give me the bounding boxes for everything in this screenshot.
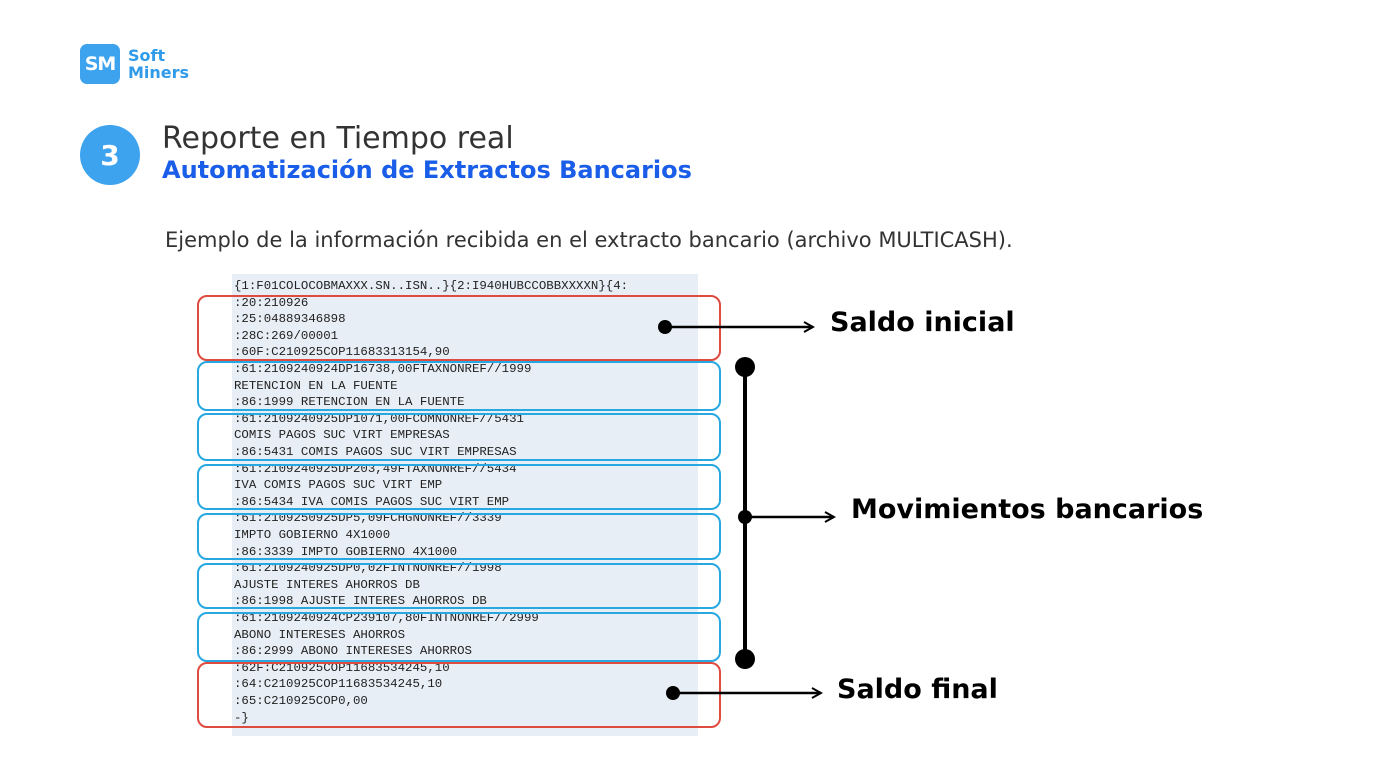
statement-line: :62F:C210925COP11683534245,10 [234, 660, 450, 675]
statement-line: :86:5434 IVA COMIS PAGOS SUC VIRT EMP [234, 494, 510, 509]
closing-balance-box [197, 662, 721, 728]
page-description: Ejemplo de la información recibida en el… [165, 228, 1013, 252]
statement-line: :86:5431 COMIS PAGOS SUC VIRT EMPRESAS [234, 445, 517, 459]
statement-line: :86:3339 IMPTO GOBIERNO 4X1000 [234, 544, 458, 559]
statement-line: :61:2109240924CP239107,80FINTNONREF//299… [234, 611, 539, 625]
statement-line: :20:210926 [234, 295, 309, 310]
logo-mark: SM [80, 44, 120, 84]
statement-line: RETENCION EN LA FUENTE [234, 378, 398, 393]
statement-line: :65:C210925COP0,00 [234, 694, 368, 708]
transaction-box [197, 612, 721, 662]
transaction-box [197, 361, 721, 411]
statement-line: :64:C210925COP11683534245,10 [234, 677, 443, 692]
statement-line: COMIS PAGOS SUC VIRT EMPRESAS [234, 428, 450, 443]
statement-line: :86:2999 ABONO INTERESES AHORROS [234, 644, 472, 659]
transaction-box [197, 513, 721, 560]
transaction-box [197, 563, 721, 609]
logo-wordmark: Soft Miners [128, 47, 189, 81]
page-subtitle: Automatización de Extractos Bancarios [162, 156, 692, 184]
statement-line: {1:F01COLOCOBMAXXX.SN..ISN..}{2:I940HUBC… [234, 279, 629, 293]
opening-balance-label: Saldo inicial [830, 307, 1015, 338]
page-title: Reporte en Tiempo real [162, 121, 514, 156]
statement-line: IVA COMIS PAGOS SUC VIRT EMP [234, 478, 443, 493]
closing-balance-pointer [666, 686, 821, 700]
statement-line: :86:1998 AJUSTE INTERES AHORROS DB [234, 594, 487, 609]
statement-line: -} [234, 710, 249, 725]
transaction-box [197, 464, 721, 510]
statement-panel [232, 274, 698, 736]
statement-line: :28C:269/00001 [234, 328, 339, 343]
logo-line-1: Soft [128, 46, 166, 65]
statement-line: ABONO INTERESES AHORROS [234, 627, 406, 642]
transactions-bracket [735, 357, 834, 669]
transactions-label: Movimientos bancarios [851, 494, 1204, 525]
step-number-badge: 3 [80, 125, 140, 185]
logo-line-2: Miners [128, 63, 190, 82]
statement-line: IMPTO GOBIERNO 4X1000 [234, 528, 391, 542]
statement-line: :61:2109240925DP1071,00FCOMNONREF//5431 [234, 411, 524, 426]
statement-line: :61:2109240924DP16738,00FTAXNONREF//1999 [234, 362, 532, 376]
statement-line: :86:1999 RETENCION EN LA FUENTE [234, 395, 465, 410]
statement-line: :60F:C210925COP11683313154,90 [234, 345, 450, 360]
statement-line: :25:04889346898 [234, 312, 346, 327]
closing-balance-label: Saldo final [837, 674, 998, 705]
transaction-box [197, 413, 721, 461]
statement-line: AJUSTE INTERES AHORROS DB [234, 577, 420, 592]
opening-balance-pointer [658, 320, 813, 334]
brand-logo: SM Soft Miners [80, 44, 189, 84]
